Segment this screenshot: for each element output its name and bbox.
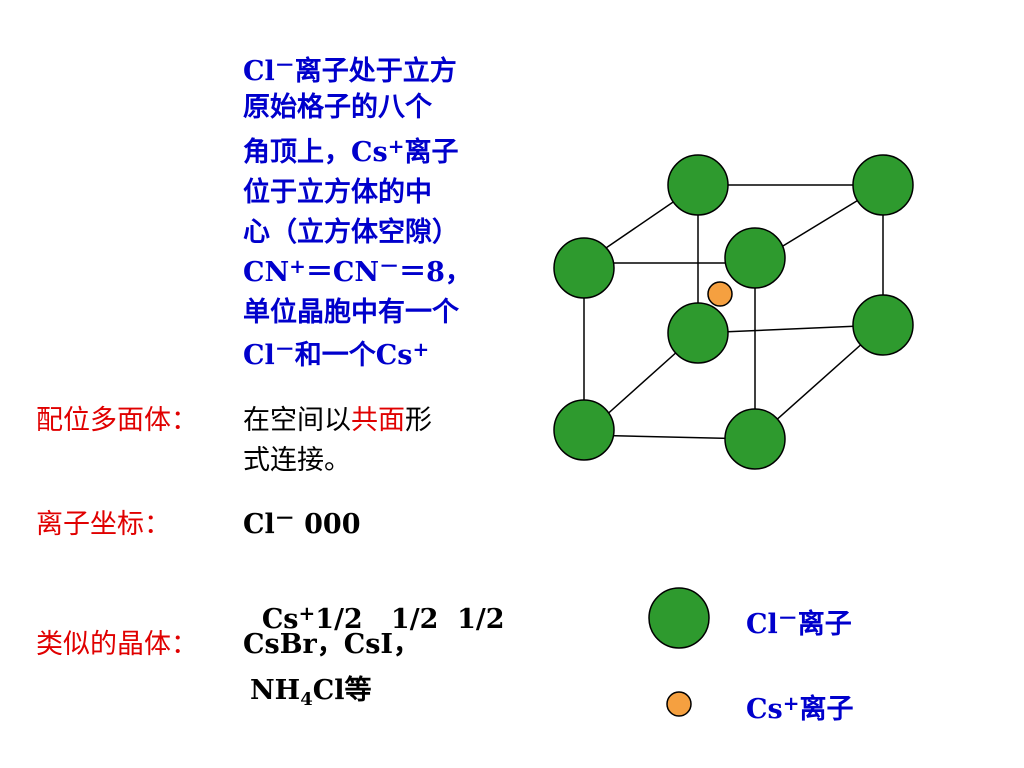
cl-atom-front-bottom-left — [553, 399, 615, 461]
description-line-7: 单位晶胞中有一个 — [243, 297, 459, 328]
cl-atom-back-bottom-left — [667, 302, 729, 364]
description-line-6: CN+＝CN－＝8， — [243, 254, 472, 288]
coordinates-cs: Cs+1/2 1/2 1/2 — [261, 601, 505, 635]
legend-cs-label: Cs+离子 — [746, 691, 854, 725]
similar-line-2: NH4Cl等 — [250, 675, 372, 710]
polyhedron-text-line-2: 式连接。 — [243, 445, 351, 476]
cl-atom-front-top-left — [553, 237, 615, 299]
edge-back-bottom — [697, 324, 884, 334]
polyhedron-highlight: 共面 — [351, 405, 405, 436]
legend-cl-label: Cl－离子 — [746, 606, 852, 640]
description-line-5: 心（立方体空隙） — [243, 217, 459, 248]
cube-edges — [583, 184, 884, 440]
similar-line-1: CsBr，CsI， — [243, 629, 421, 660]
legend-cl-symbol — [648, 587, 710, 649]
description-line-3: 角顶上，Cs+离子 — [243, 134, 459, 168]
atoms — [553, 154, 914, 470]
cs-atom-center — [707, 281, 733, 307]
coordinates-cl: Cl－ 000 — [243, 506, 361, 540]
polyhedron-text: 在空间以共面形 — [243, 405, 432, 436]
polyhedron-label: 配位多面体： — [36, 405, 198, 436]
description-line-1: Cl－离子处于立方 — [243, 53, 457, 87]
cl-atom-front-top-right — [724, 227, 786, 289]
coordinates-label: 离子坐标： — [36, 509, 171, 540]
description-line-8: Cl－和一个Cs+ — [243, 337, 430, 371]
cl-atom-back-top-right — [852, 154, 914, 216]
description-line-4: 位于立方体的中 — [243, 177, 432, 208]
description-line-2: 原始格子的八个 — [243, 92, 432, 123]
cl-atom-front-bottom-right — [724, 408, 786, 470]
cl-atom-back-bottom-right — [852, 294, 914, 356]
cl-atom-back-top-left — [667, 154, 729, 216]
legend-cs-symbol — [666, 691, 692, 717]
similar-label: 类似的晶体： — [36, 629, 198, 660]
